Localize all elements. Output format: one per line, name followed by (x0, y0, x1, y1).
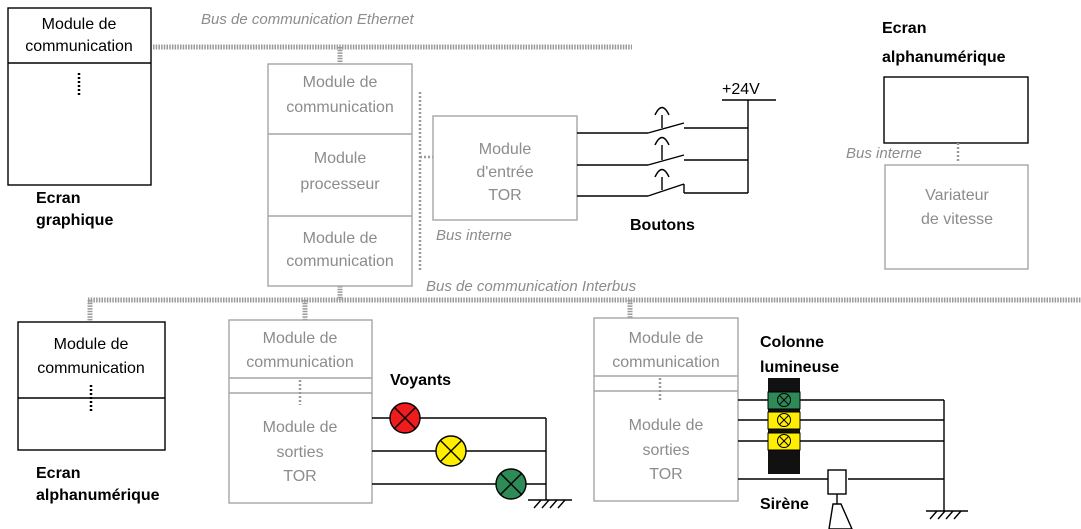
alpha-screen-bottom: Module de communication (17, 321, 166, 451)
column-yellow-lamp-1-icon (767, 411, 801, 430)
station-right-output-line3: TOR (649, 466, 682, 483)
input-module: Module d'entrée TOR (432, 115, 578, 221)
alpha-screen-bottom-module-line1: Module de (54, 336, 129, 353)
column-yellow-lamp-2-icon (767, 432, 801, 451)
indicator-lamps (372, 402, 572, 509)
light-column (738, 378, 968, 520)
input-module-line3: TOR (488, 187, 521, 204)
station-right-comm-line1: Module de (629, 330, 704, 347)
internal-bus-right-label: Bus interne (846, 145, 922, 162)
ethernet-bus-label: Bus de communication Ethernet (201, 11, 414, 28)
plc-comm-bottom-line1: Module de (303, 230, 378, 247)
siren-icon (827, 469, 853, 529)
station-left-output-line2: sorties (276, 444, 323, 461)
red-lamp-icon (389, 402, 421, 434)
speed-drive-line1: Variateur (925, 187, 989, 204)
column-green-lamp-icon (767, 391, 801, 410)
interbus-bus-label: Bus de communication Interbus (426, 278, 637, 295)
plc-processor-line2: processeur (300, 176, 380, 193)
graphic-screen-caption-line2: graphique (36, 212, 113, 229)
plc-rack: Module de communication Module processeu… (267, 63, 413, 287)
alpha-screen-bottom-module-line2: communication (37, 360, 145, 377)
speed-drive-line2: de vitesse (921, 211, 993, 228)
push-buttons (577, 99, 776, 197)
plc-comm-top-line2: communication (286, 99, 394, 116)
ethernet-bus (153, 44, 632, 64)
supply-label: +24V (722, 81, 760, 98)
station-left-output-line1: Module de (263, 419, 338, 436)
graphic-screen-module-line2: communication (25, 38, 133, 55)
buttons-label: Boutons (630, 217, 695, 234)
interbus-bus (87, 286, 1081, 322)
internal-bus-center-label: Bus interne (436, 227, 512, 244)
station-left-comm-line2: communication (246, 354, 354, 371)
station-left: Module de communication Module de sortie… (228, 319, 373, 504)
alpha-screen-top (883, 76, 1029, 144)
alpha-screen-top-caption-line1: Ecran (882, 20, 926, 37)
graphic-screen: Module de communication (7, 7, 152, 186)
station-left-comm-line1: Module de (263, 330, 338, 347)
green-lamp-icon (495, 468, 527, 500)
speed-drive: Variateur de vitesse (884, 164, 1029, 270)
siren-label: Sirène (760, 496, 809, 513)
voyants-label: Voyants (390, 372, 451, 389)
alpha-screen-bottom-caption-line2: alphanumérique (36, 487, 160, 504)
yellow-lamp-icon (435, 435, 467, 467)
station-left-output-line3: TOR (283, 468, 316, 485)
column-label-line1: Colonne (760, 334, 824, 351)
plc-comm-bottom-line2: communication (286, 253, 394, 270)
station-right-output-line1: Module de (629, 417, 704, 434)
plc-comm-top-line1: Module de (303, 74, 378, 91)
input-module-line2: d'entrée (476, 164, 533, 181)
alpha-screen-bottom-caption-line1: Ecran (36, 465, 80, 482)
graphic-screen-module-line1: Module de (42, 16, 117, 33)
station-right-output-line2: sorties (642, 442, 689, 459)
plc-processor-line1: Module (314, 150, 367, 167)
alpha-screen-top-caption-line2: alphanumérique (882, 49, 1006, 66)
internal-bus-center (418, 92, 433, 272)
input-module-line1: Module (479, 141, 532, 158)
column-label-line2: lumineuse (760, 359, 839, 376)
station-right-comm-line2: communication (612, 354, 720, 371)
station-right: Module de communication Module de sortie… (593, 317, 739, 502)
graphic-screen-caption-line1: Ecran (36, 190, 80, 207)
